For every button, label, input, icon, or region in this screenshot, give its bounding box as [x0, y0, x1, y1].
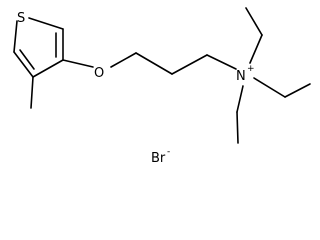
- nitrogen-charge: +: [247, 64, 255, 74]
- bond-ethyl1: [245, 7, 263, 36]
- chemical-structure-diagram: S O N + Br -: [13, 7, 311, 166]
- bond-o-ch2: [110, 52, 137, 68]
- bond-ch2-ch2-b: [171, 54, 208, 75]
- bond-c3-c4: [32, 59, 64, 78]
- bond-c5-s: [13, 20, 18, 53]
- bond-ch2-ch2: [135, 52, 173, 75]
- bond-n-ethyl3: [236, 85, 244, 113]
- thiophene-ring: [13, 17, 64, 78]
- bromide-label: Br: [151, 151, 166, 166]
- bond-methyl: [30, 76, 34, 109]
- sulfur-label: S: [17, 11, 25, 26]
- triethyl-groups: [236, 7, 311, 144]
- bond-ethyl3: [236, 111, 239, 144]
- propoxy-chain: [62, 52, 237, 75]
- bond-c4-c5-double: [19, 49, 35, 70]
- bond-s-c2: [28, 17, 64, 30]
- bond-c4-c5: [13, 51, 34, 78]
- bond-n-ethyl2: [253, 77, 286, 98]
- bond-c3-o: [62, 59, 94, 68]
- oxygen-label: O: [94, 66, 104, 81]
- bond-n-ethyl1: [249, 34, 263, 64]
- bond-ch2-n: [206, 54, 237, 70]
- bromide-charge: -: [167, 147, 170, 157]
- bond-ethyl2: [284, 83, 311, 98]
- nitrogen-label: N: [236, 69, 246, 84]
